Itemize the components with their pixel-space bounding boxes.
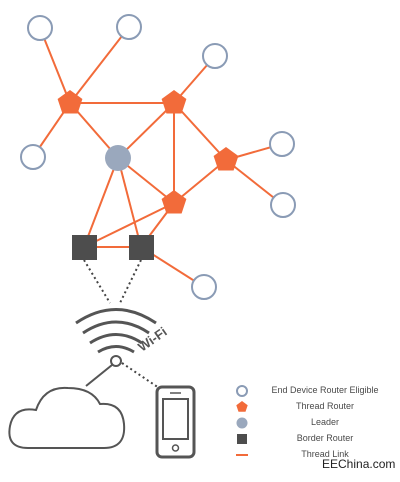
thread-link [83,202,175,248]
cloud-icon [8,386,126,449]
border-router-icon [237,434,247,444]
thread-link [173,102,227,161]
thread-link [117,157,142,248]
end-device-icon [269,131,295,157]
legend-label: Border Router [296,433,354,443]
thread-router-icon [213,147,239,171]
legend-label: Thread Link [301,449,349,459]
wifi-connections [83,259,163,391]
thread-link-icon [236,454,248,456]
end-device-icon [116,14,142,40]
legend-label: End Device Router Eligible [271,385,379,395]
end-device-icon [191,274,217,300]
end-device-icon [27,15,53,41]
access-point-to-cloud [85,364,113,387]
credit-text: EEChina.com [322,457,396,471]
legend-item-border-router: Border Router [234,431,394,447]
thread-link [69,26,130,104]
legend-item-leader: Leader [234,415,394,431]
thread-router-icon [161,190,187,214]
thread-router-icon [161,90,187,114]
thread-link [117,102,175,159]
leader-icon [105,145,131,171]
leader-icon [236,417,248,429]
thread-links [32,26,284,288]
wifi-icon [75,308,157,367]
wifi-link [119,259,142,304]
legend-item-thread-router: Thread Router [234,399,394,415]
border-router-icon [129,235,154,260]
phone-icon [155,385,196,459]
legend-item-end-device: End Device Router Eligible [234,383,394,399]
end-device-icon [236,385,248,397]
thread-routers [57,90,239,214]
border-routers [72,235,154,260]
wifi-access-point-icon [110,355,122,367]
end-device-icon [270,192,296,218]
thread-router-icon [236,401,248,412]
legend-item-thread-link: Thread Link [234,447,394,463]
end-device-icon [20,144,46,170]
wifi-link [83,259,111,304]
border-router-icon [72,235,97,260]
thread-router-icon [57,90,83,114]
wifi-link [121,362,163,391]
end-devices [20,14,296,300]
end-device-icon [202,43,228,69]
legend-label: Thread Router [295,401,355,411]
legend-label: Leader [310,417,340,427]
thread-link [83,157,119,248]
thread-link [39,27,71,104]
